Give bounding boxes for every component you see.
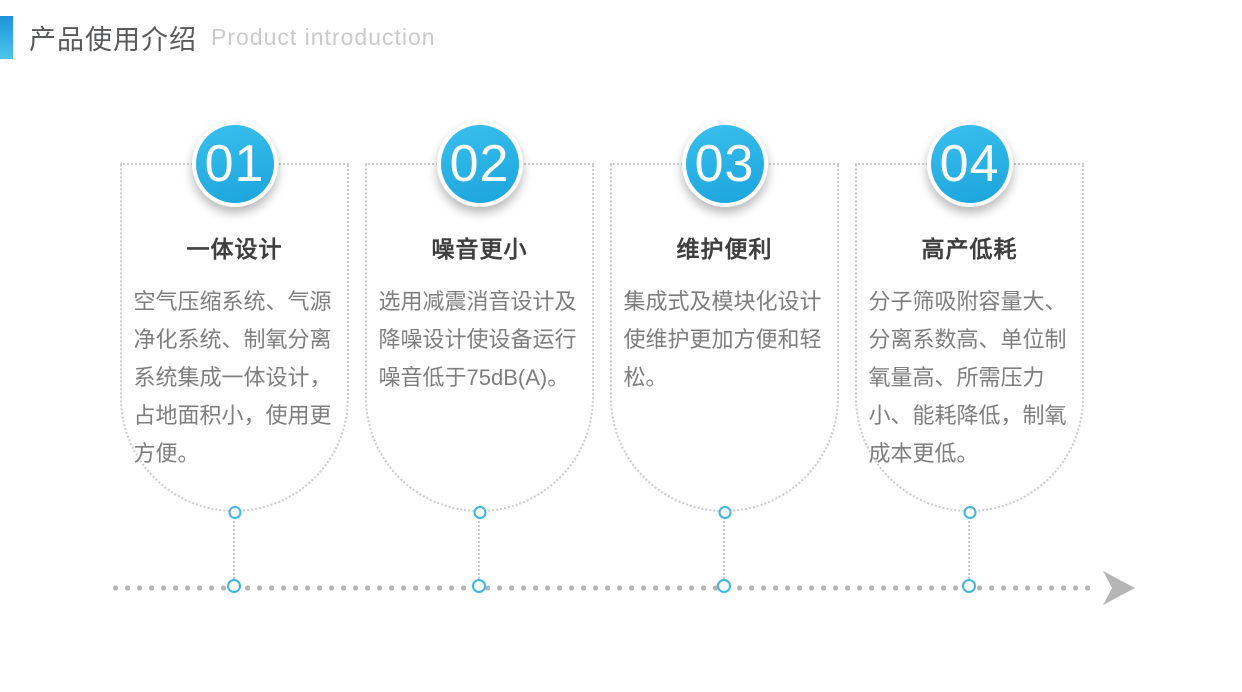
card-title-4: 高产低耗 <box>921 237 1018 262</box>
card-body-3: 集成式及模块化设计使维护更加方便和轻松。 <box>623 289 822 390</box>
card-anchor-node-2 <box>473 506 486 519</box>
timeline-node-2 <box>472 579 486 593</box>
feature-card-4: 04 高产低耗 分子筛吸附容量大、分离系数高、单位制氧量高、所需压力小、能耗降低… <box>855 121 1084 519</box>
feature-card-1: 01 一体设计 空气压缩系统、气源净化系统、制氧分离系统集成一体设计，占地面积小… <box>120 121 349 519</box>
card-anchor-node-1 <box>228 506 241 519</box>
slide-header: 产品使用介绍 Product introduction <box>0 16 436 59</box>
card-body-2: 选用减震消音设计及降噪设计使设备运行噪音低于75dB(A)。 <box>378 289 577 390</box>
step-number-badge-1: 01 <box>191 121 278 207</box>
timeline-dotted-line <box>113 583 1097 593</box>
step-number-badge-3: 03 <box>681 121 768 207</box>
connector-line-2 <box>478 521 480 579</box>
card-body-1: 空气压缩系统、气源净化系统、制氧分离系统集成一体设计，占地面积小，使用更方便。 <box>133 289 332 466</box>
connector-line-4 <box>968 521 970 579</box>
header-accent-bar <box>0 16 13 59</box>
step-number-badge-4: 04 <box>926 121 1013 207</box>
card-body-4: 分子筛吸附容量大、分离系数高、单位制氧量高、所需压力小、能耗降低，制氧成本更低。 <box>868 289 1067 466</box>
page-subtitle: Product introduction <box>211 24 436 50</box>
feature-card-2: 02 噪音更小 选用减震消音设计及降噪设计使设备运行噪音低于75dB(A)。 <box>365 121 594 519</box>
connector-line-1 <box>233 521 235 579</box>
card-anchor-node-4 <box>963 506 976 519</box>
card-anchor-node-3 <box>718 506 731 519</box>
card-title-3: 维护便利 <box>676 237 773 262</box>
timeline-node-3 <box>717 579 731 593</box>
connector-line-3 <box>723 521 725 579</box>
card-title-1: 一体设计 <box>186 237 283 262</box>
card-title-2: 噪音更小 <box>431 237 528 262</box>
page-title: 产品使用介绍 <box>29 25 197 55</box>
timeline-node-1 <box>227 579 241 593</box>
arrow-right-icon <box>1103 571 1135 605</box>
feature-card-3: 03 维护便利 集成式及模块化设计使维护更加方便和轻松。 <box>610 121 839 519</box>
timeline-node-4 <box>962 579 976 593</box>
step-number-badge-2: 02 <box>436 121 523 207</box>
